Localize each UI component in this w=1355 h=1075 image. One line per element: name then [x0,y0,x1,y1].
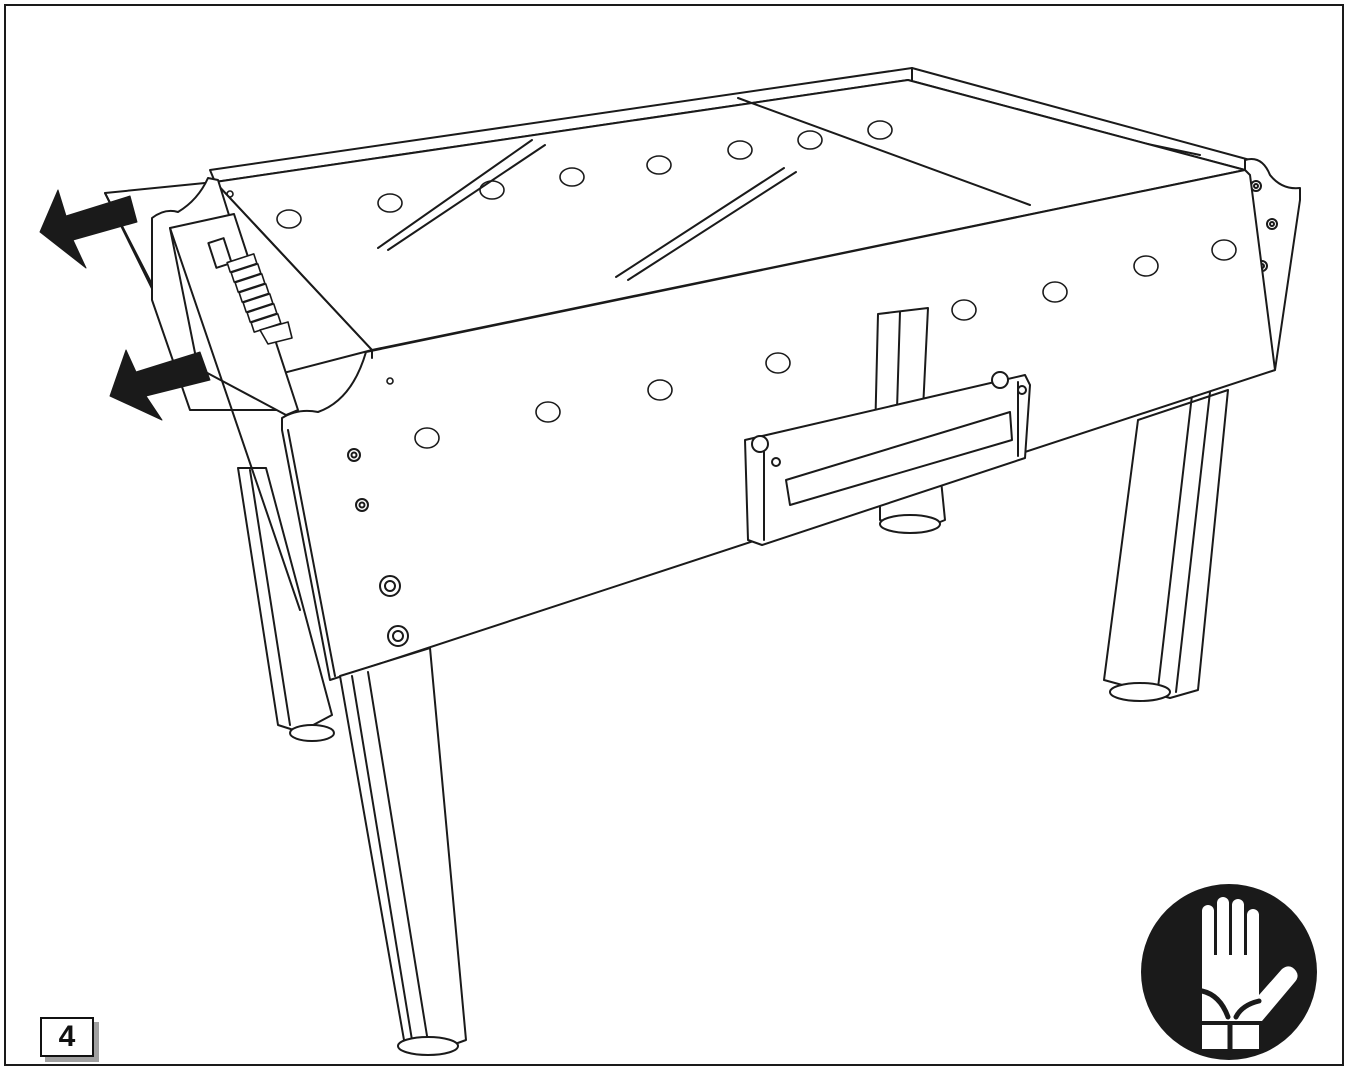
rod-holes [226,120,1237,449]
back-right-leg [1103,389,1229,702]
score-counter [207,237,293,345]
step-number-badge: 4 [40,1017,94,1057]
front-left-leg [339,647,467,1056]
corner-bolts [347,448,409,647]
pull-arrow-icon [39,189,138,269]
table-front-wall [281,169,1276,681]
table-left-end [151,177,301,611]
ball-return-bracket [744,307,1031,546]
wear-gloves-icon [1141,884,1317,1060]
pull-arrow-icon [109,349,211,421]
step-number: 4 [58,1020,76,1053]
back-left-leg [237,467,335,742]
